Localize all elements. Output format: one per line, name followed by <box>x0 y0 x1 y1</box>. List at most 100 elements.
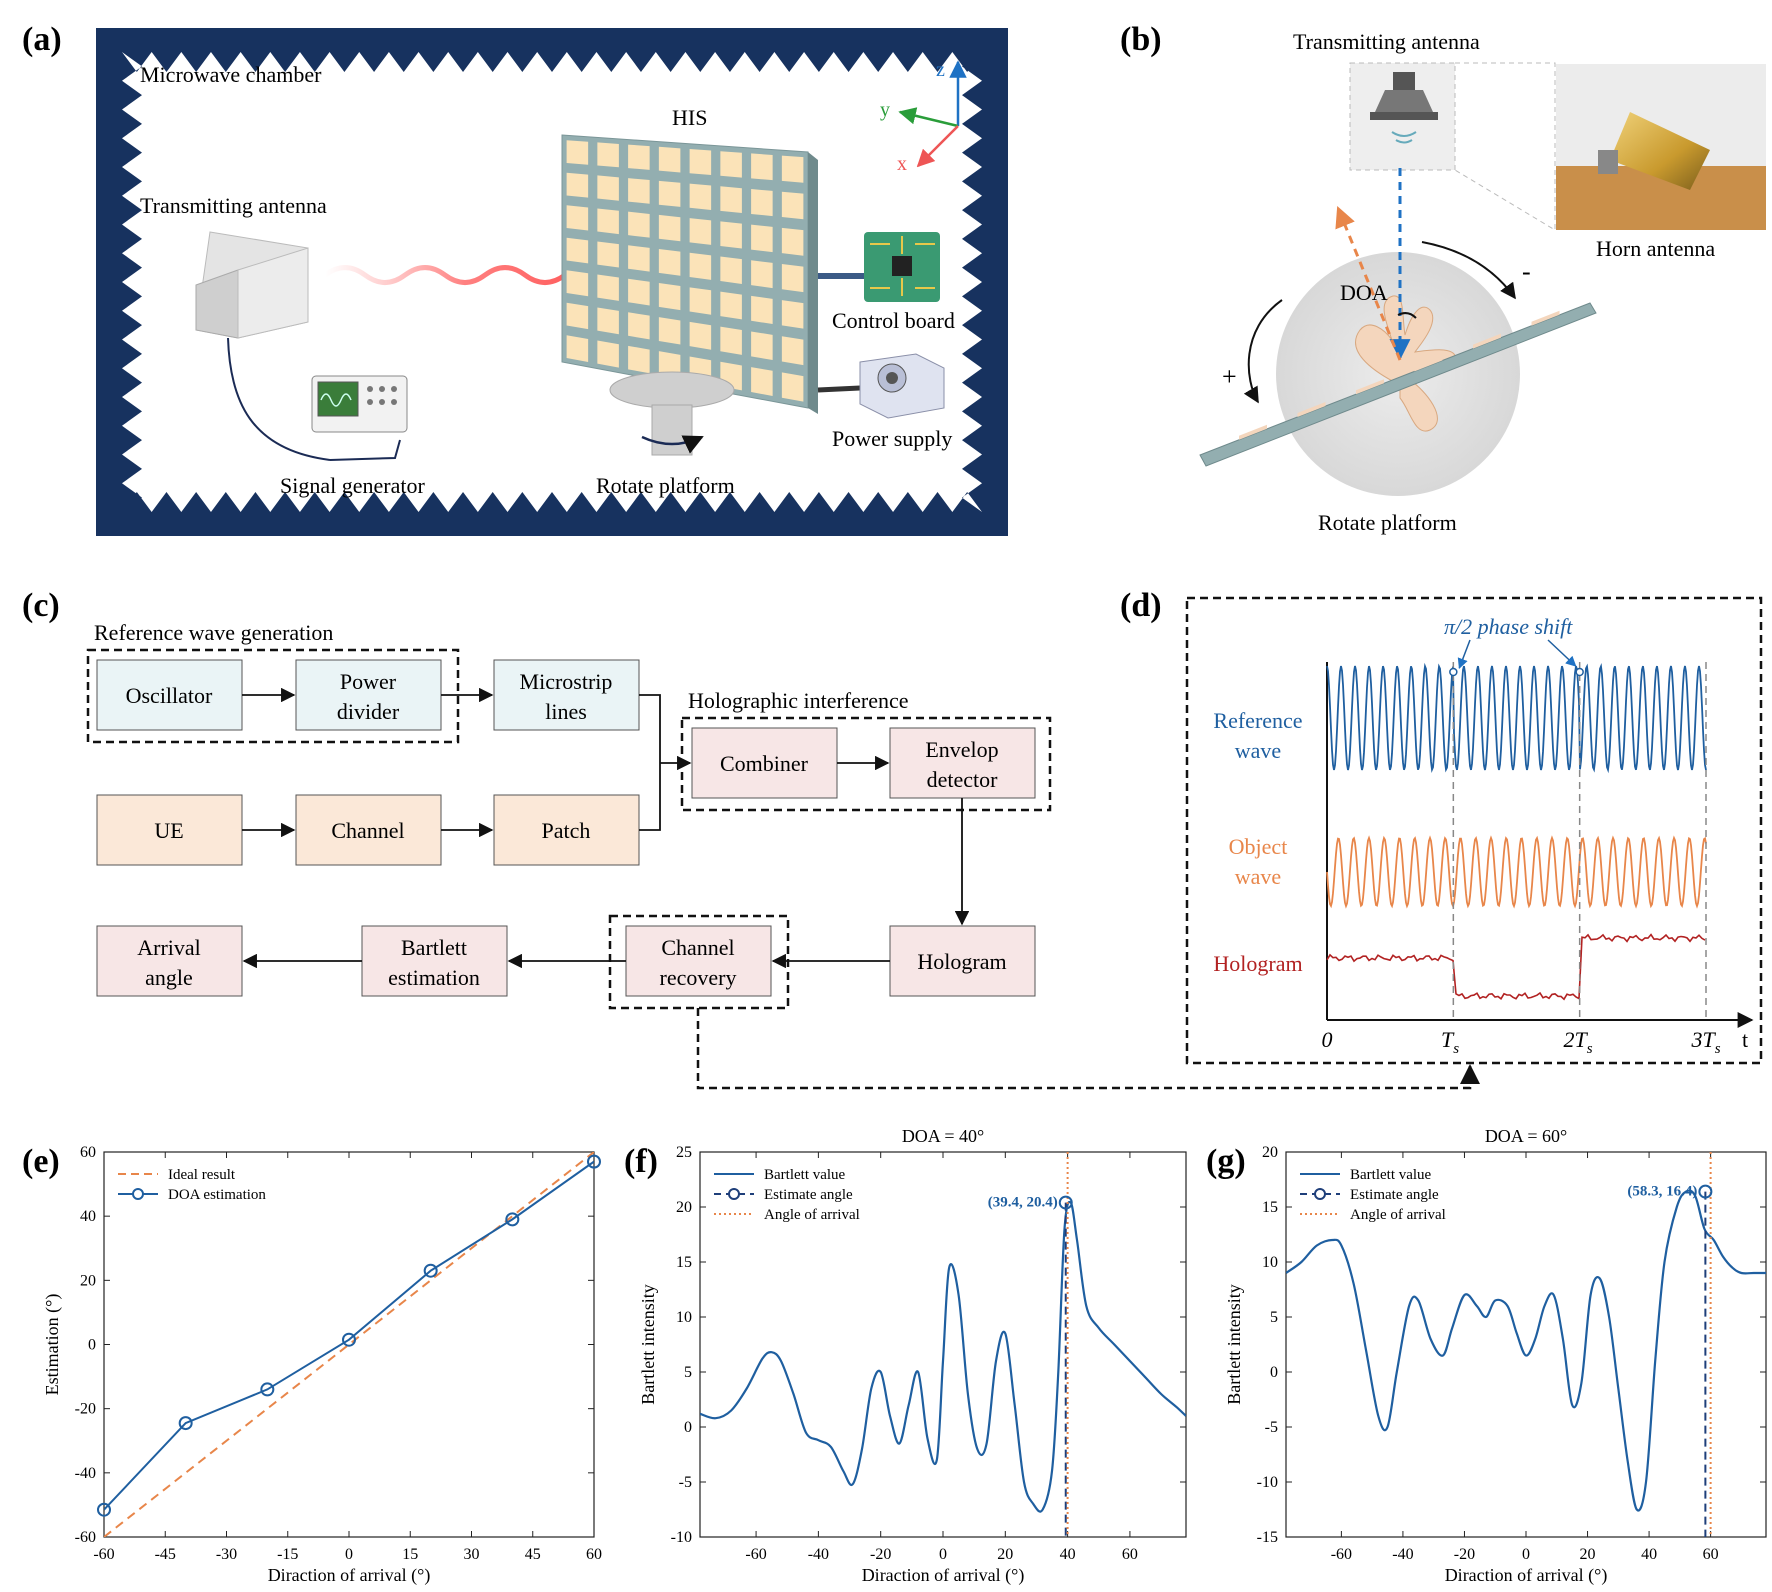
y-tick-label: 20 <box>80 1272 96 1289</box>
object-wave-label: Object wave <box>1229 834 1288 889</box>
y-tick-label: 60 <box>80 1144 96 1161</box>
his-unit-cell <box>658 180 681 207</box>
tx-antenna-label-b: Transmitting antenna <box>1293 29 1480 54</box>
rotate-plus-arrow <box>1243 299 1283 404</box>
his-unit-cell <box>628 144 650 170</box>
x-tick-label: 60 <box>586 1546 602 1563</box>
group-holo-label: Holographic interference <box>688 688 909 713</box>
x-tick-label: -60 <box>93 1546 114 1563</box>
axis-x-label: x <box>897 153 907 175</box>
y-tick-label: -20 <box>75 1401 96 1418</box>
series-group <box>104 1152 594 1537</box>
box-oscillator: Oscillator <box>96 659 243 731</box>
x-axis-label: Diraction of arrival (°) <box>268 1565 431 1586</box>
legend-bartlett-label: Bartlett value <box>1350 1167 1432 1183</box>
his-unit-cell <box>689 321 712 350</box>
y-axis-label: Estimation (°) <box>42 1294 63 1396</box>
chart-title: DOA = 40° <box>902 1126 984 1146</box>
box-envelop: Envelop detector <box>889 727 1036 799</box>
axis-z-label: z <box>936 59 945 81</box>
legend-arrival-label: Angle of arrival <box>1350 1207 1446 1223</box>
series-group <box>1286 1189 1766 1512</box>
box-arrival-line1: Arrival <box>137 935 201 960</box>
his-unit-cell <box>751 260 773 289</box>
phase-arrow <box>1457 639 1471 669</box>
his-edge-cell <box>1239 424 1267 440</box>
y-tick-label: 20 <box>1262 1144 1278 1161</box>
chamber-label: Microwave chamber <box>140 62 322 87</box>
series-doa-point <box>587 1154 601 1169</box>
series-doa-line <box>104 1160 594 1511</box>
series-doa-point <box>260 1382 275 1397</box>
panel-c: (c) Reference wave generation Holographi… <box>22 587 1480 1090</box>
x-tick-label: 20 <box>997 1546 1013 1563</box>
signal-generator-label: Signal generator <box>280 473 425 498</box>
d-tick-2ts-main: 2T <box>1563 1027 1588 1052</box>
x-tick-label: -45 <box>155 1546 176 1563</box>
box-hologram: Hologram <box>889 925 1036 997</box>
phase-shift-label: π/2 phase shift <box>1444 614 1573 639</box>
his-unit-cell <box>781 336 804 366</box>
his-unit-cell <box>628 345 650 374</box>
box-channel-recovery-line2: recovery <box>660 965 737 990</box>
his-unit-cell <box>566 335 589 362</box>
series-doa-point <box>505 1212 520 1227</box>
box-channel-recovery-line1: Channel <box>661 935 734 960</box>
y-tick-label: 0 <box>684 1419 692 1436</box>
y-axis-label: Bartlett intensity <box>1224 1284 1244 1404</box>
x-tick-label: -30 <box>216 1546 237 1563</box>
y-tick-label: 10 <box>1262 1254 1278 1271</box>
y-tick-label: 0 <box>1270 1364 1278 1381</box>
zoom-lines <box>1454 62 1556 231</box>
doa-label: DOA <box>1340 280 1388 305</box>
his-unit-cell <box>566 140 589 165</box>
group-reference-label: Reference wave generation <box>94 620 333 645</box>
y-tick-label: 5 <box>684 1364 692 1381</box>
power-supply-label: Power supply <box>832 426 952 451</box>
object-wave-line2: wave <box>1235 864 1281 889</box>
legend-estimate-label: Estimate angle <box>764 1187 853 1203</box>
box-channel-recovery: Channel recovery <box>625 925 772 997</box>
y-tick-label: -5 <box>1265 1419 1278 1436</box>
x-tick-label: 20 <box>1580 1546 1596 1563</box>
panel-label-g: (g) <box>1206 1143 1246 1180</box>
x-tick-label: 40 <box>1060 1546 1076 1563</box>
legend-estimate-marker <box>1314 1188 1326 1200</box>
tx-antenna-label: Transmitting antenna <box>140 193 327 218</box>
d-tick-2ts: 2Ts <box>1563 1027 1592 1057</box>
box-envelop-line2: detector <box>927 767 999 792</box>
legend-ideal-label: Ideal result <box>168 1167 236 1183</box>
y-tick-label: 20 <box>676 1199 692 1216</box>
box-bartlett-line2: estimation <box>388 965 480 990</box>
series-doa-point <box>97 1502 111 1517</box>
series-doa-point <box>178 1416 193 1431</box>
d-tick-labels: 0 Ts 2Ts 3Ts t <box>1322 1027 1749 1057</box>
x-tick-label: -40 <box>1392 1546 1413 1563</box>
doa-arc <box>1397 312 1417 319</box>
box-oscillator-text: Oscillator <box>126 683 213 708</box>
his-unit-cell <box>658 248 681 276</box>
y-tick-label: 5 <box>1270 1309 1278 1326</box>
panel-label-a: (a) <box>22 21 62 58</box>
radiation-pattern <box>1355 295 1456 432</box>
d-tick-ts-main: T <box>1441 1027 1455 1052</box>
tx-antenna-icon-b <box>1370 72 1438 144</box>
x-tick-label: 0 <box>1522 1546 1530 1563</box>
his-edge-cell <box>1531 310 1560 326</box>
box-combiner-text: Combiner <box>720 751 809 776</box>
his-unit-cell <box>751 224 773 253</box>
object-wave-line1: Object <box>1229 834 1288 859</box>
panel-label-b: (b) <box>1120 21 1162 58</box>
phase-arrow <box>1547 639 1577 667</box>
legend-arrival-label: Angle of arrival <box>764 1207 860 1223</box>
his-edge-cell <box>1473 333 1501 349</box>
his-unit-cell <box>781 372 804 402</box>
his-unit-cell <box>658 214 681 242</box>
x-tick-label: 40 <box>1641 1546 1657 1563</box>
legend-estimate-label: Estimate angle <box>1350 1187 1439 1203</box>
his-unit-cell <box>781 191 804 220</box>
y-axis-label: Bartlett intensity <box>638 1284 658 1404</box>
his-unit-cell <box>751 331 773 361</box>
series-group <box>700 1200 1186 1513</box>
phase-marker <box>1575 667 1584 677</box>
